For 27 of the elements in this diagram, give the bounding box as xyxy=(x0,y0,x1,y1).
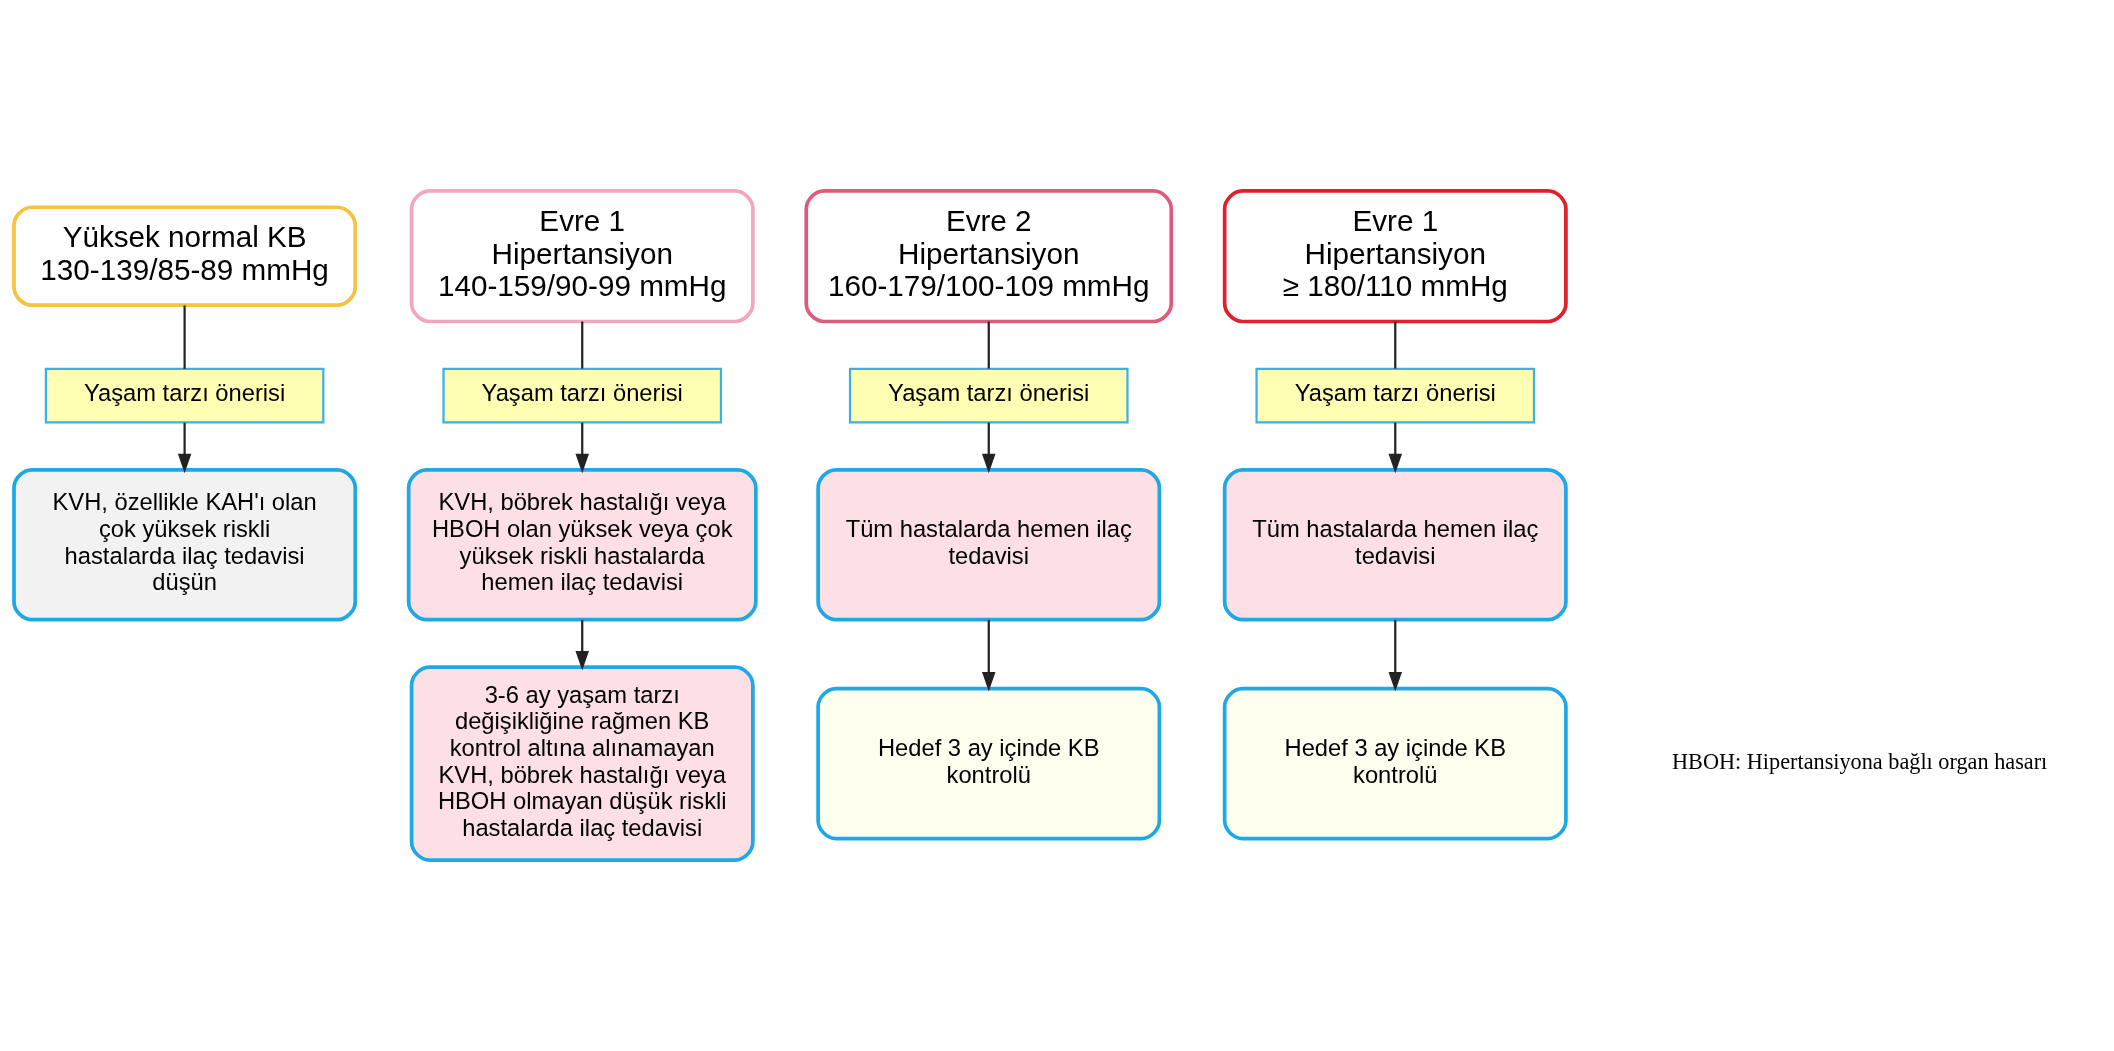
node-box: Evre 1 Hipertansiyon 140-159/90-99 mmHg xyxy=(409,189,755,324)
node-box: Evre 1 Hipertansiyon ≥ 180/110 mmHg xyxy=(1222,189,1568,324)
node-box: Tüm hastalarda hemen ilaç tedavisi xyxy=(1222,468,1568,622)
label: HBOH: Hipertansiyona bağlı organ hasarı xyxy=(1672,748,2048,774)
connector xyxy=(183,305,186,369)
arrow xyxy=(177,422,192,474)
node-box: Yaşam tarzı önerisi xyxy=(1255,367,1536,424)
node-box: Tüm hastalarda hemen ilaç tedavisi xyxy=(816,468,1162,622)
node-box: Hedef 3 ay içinde KB kontrolü xyxy=(1222,686,1568,841)
connector xyxy=(1394,321,1397,369)
connector xyxy=(581,321,584,369)
node-box: KVH, böbrek hastalığı veya HBOH olan yüksek veya çok yüksek riskli hastalarda hemen ilaç tedavisi xyxy=(406,468,758,622)
node-box: Yaşam tarzı önerisi xyxy=(442,367,723,424)
arrow xyxy=(982,422,996,474)
connector xyxy=(987,321,990,369)
node-box: KVH, özellikle KAH'ı olan çok yüksek riskli hastalarda ilaç tedavisi düşün xyxy=(12,468,358,622)
node-box: Yaşam tarzı önerisi xyxy=(848,367,1129,424)
arrow xyxy=(982,619,996,692)
arrow xyxy=(1388,619,1403,692)
arrow xyxy=(1388,422,1403,474)
node-box: Hedef 3 ay içinde KB kontrolü xyxy=(816,686,1162,841)
node-box: 3-6 ay yaşam tarzı değişikliğine rağmen KB kontrol altına alınamayan KVH, böbrek hastalığı veya HBOH olmayan düşük riskli hastalarda ilaç tedavisi xyxy=(409,665,755,862)
node-box: Evre 2 Hipertansiyon 160-179/100-109 mmHg xyxy=(804,189,1174,324)
node-box: Yüksek normal KB 130-139/85-89 mmHg xyxy=(12,205,358,308)
arrow xyxy=(575,422,589,474)
arrow xyxy=(575,619,589,671)
node-box: Yaşam tarzı önerisi xyxy=(44,367,325,424)
